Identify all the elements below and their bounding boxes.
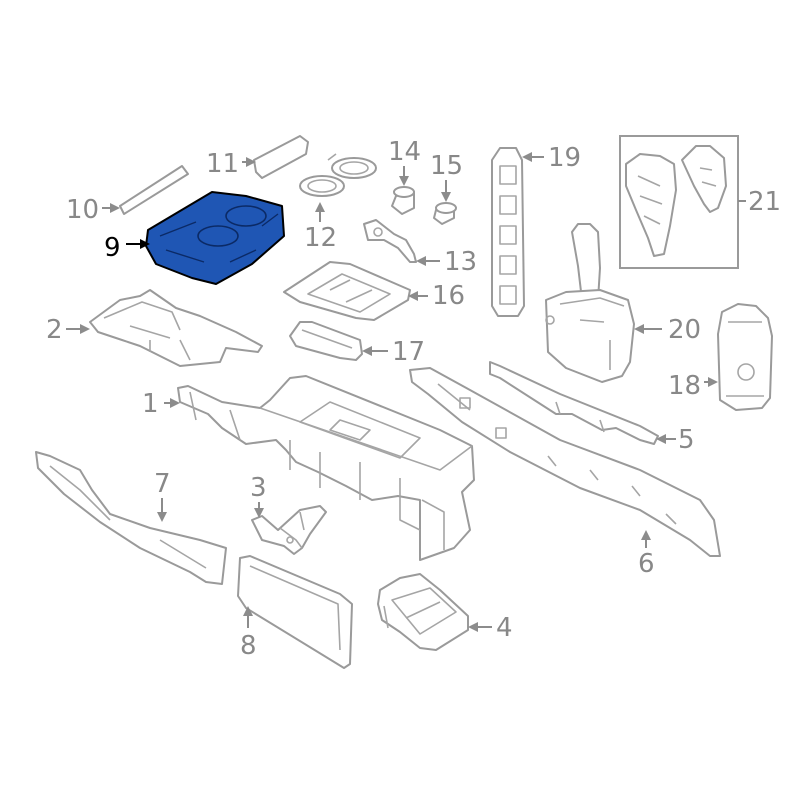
svg-text:13: 13: [444, 247, 477, 277]
svg-text:6: 6: [638, 549, 655, 579]
callout-13: 13: [416, 247, 477, 277]
part-9-cupholder-insert[interactable]: [145, 191, 285, 285]
part-8-panel[interactable]: [237, 555, 353, 669]
callout-2: 2: [46, 315, 90, 345]
callout-1: 1: [142, 389, 180, 419]
callout-3: 3: [250, 473, 267, 518]
callout-9: 9: [104, 233, 150, 263]
part-20-gear-shifter[interactable]: [545, 223, 635, 383]
callout-21: 21: [738, 187, 781, 217]
callout-12: 12: [304, 202, 337, 253]
part-2-lower-tray[interactable]: [89, 289, 263, 367]
callout-6: 6: [638, 530, 655, 579]
svg-text:1: 1: [142, 389, 159, 419]
callout-19: 19: [522, 143, 581, 173]
callout-7: 7: [154, 469, 171, 522]
callout-17: 17: [362, 337, 425, 367]
svg-text:9: 9: [104, 233, 121, 263]
svg-text:8: 8: [240, 631, 257, 661]
svg-text:21: 21: [748, 187, 781, 217]
svg-text:15: 15: [430, 151, 463, 181]
svg-text:16: 16: [432, 281, 465, 311]
svg-text:2: 2: [46, 315, 63, 345]
svg-text:19: 19: [548, 143, 581, 173]
svg-text:3: 3: [250, 473, 267, 503]
part-5-trim-strip[interactable]: [489, 361, 659, 445]
callout-11: 11: [206, 149, 256, 179]
callout-8: 8: [240, 606, 257, 661]
part-16-top-cover[interactable]: [283, 261, 411, 321]
part-13-clip[interactable]: [363, 219, 417, 263]
part-4-holder[interactable]: [377, 573, 469, 651]
part-12-cup-ring[interactable]: [299, 153, 377, 197]
svg-text:11: 11: [206, 149, 239, 179]
callout-20: 20: [634, 315, 701, 345]
callout-18: 18: [668, 371, 718, 401]
svg-text:4: 4: [496, 613, 513, 643]
callout-15: 15: [430, 151, 463, 202]
part-19-vertical-panel[interactable]: [491, 147, 525, 317]
svg-text:14: 14: [388, 137, 421, 167]
part-18-control-pad[interactable]: [717, 303, 773, 411]
part-6-side-trim[interactable]: [409, 367, 721, 557]
callout-14: 14: [388, 137, 421, 186]
callout-5: 5: [656, 425, 695, 455]
svg-text:20: 20: [668, 315, 701, 345]
part-21-shifter-knob-inset[interactable]: [619, 135, 739, 269]
part-1-console-body[interactable]: [177, 375, 475, 561]
part-7-left-trim[interactable]: [35, 451, 227, 585]
svg-text:5: 5: [678, 425, 695, 455]
part-3-bracket[interactable]: [251, 505, 327, 555]
svg-text:10: 10: [66, 195, 99, 225]
svg-text:18: 18: [668, 371, 701, 401]
svg-text:17: 17: [392, 337, 425, 367]
part-17-small-tray[interactable]: [289, 321, 363, 361]
part-9-fill: [145, 191, 285, 285]
callout-10: 10: [66, 195, 120, 225]
svg-text:7: 7: [154, 469, 171, 499]
svg-text:12: 12: [304, 223, 337, 253]
callout-4: 4: [468, 613, 513, 643]
callout-16: 16: [408, 281, 465, 311]
part-10-thin-strip[interactable]: [119, 165, 189, 215]
part-15-knob[interactable]: [433, 202, 457, 225]
part-14-knob[interactable]: [391, 186, 415, 215]
part-11-pad[interactable]: [253, 135, 309, 179]
